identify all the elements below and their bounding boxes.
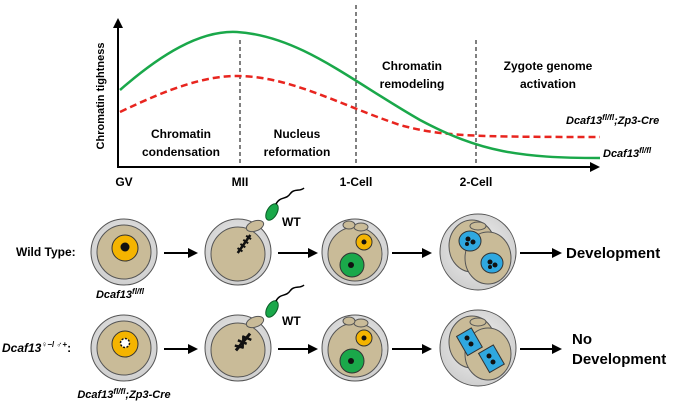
- row-2-sperm-label: WT: [282, 314, 301, 328]
- sperm-icon: [265, 187, 305, 221]
- sperm-icon: [265, 284, 305, 318]
- x-tick-1cell: 1-Cell: [340, 175, 373, 189]
- series-label-wt: Dcaf13fl/fl: [603, 146, 652, 160]
- row-1-label: Wild Type:: [16, 245, 76, 259]
- x-tick-2cell: 2-Cell: [460, 175, 493, 189]
- row-1-genotype: Dcaf13fl/fl: [96, 287, 145, 301]
- x-tick-gv: GV: [115, 175, 132, 189]
- row-mutant: Dcaf13♀−/ ♂+: Dcaf13fl/fl;Zp3-Cre: [2, 284, 666, 401]
- series-dcaf13-zp3cre-curve: [119, 74, 601, 139]
- phase-3-line1: Chromatin: [382, 59, 442, 73]
- row-wild-type: Wild Type: Dcaf13fl/fl: [16, 187, 660, 301]
- row-2-outcome-line1: No: [572, 331, 592, 348]
- row-2-genotype: Dcaf13fl/fl;Zp3-Cre: [77, 387, 170, 401]
- mii-oocyte-wt: [204, 218, 272, 286]
- row-2-label: Dcaf13♀−/ ♂+:: [2, 340, 71, 355]
- phase-4-line2: activation: [520, 77, 576, 91]
- gv-oocyte-wt: [90, 218, 158, 286]
- row-2-outcome-line2: Development: [572, 351, 666, 368]
- row-1-outcome: Development: [566, 245, 660, 262]
- mii-oocyte-mutant: [204, 314, 272, 382]
- phase-1-line1: Chromatin: [151, 127, 211, 141]
- zygote-mutant: [321, 314, 389, 382]
- chromatin-tightness-chart: Chromatin tightness Chromatin condensati…: [95, 5, 659, 189]
- x-tick-mii: MII: [232, 175, 249, 189]
- phase-2-line1: Nucleus: [274, 127, 321, 141]
- row-1-sperm-label: WT: [282, 215, 301, 229]
- series-dcaf13-curve: [119, 30, 601, 160]
- chromosome-spindle: [236, 234, 252, 254]
- misaligned-chromosomes: [234, 332, 252, 352]
- phase-4-line1: Zygote genome: [504, 59, 593, 73]
- phase-1-line2: condensation: [142, 145, 220, 159]
- zygote-wt: [321, 218, 389, 286]
- gv-oocyte-mutant: [90, 314, 158, 382]
- phase-3-line2: remodeling: [380, 77, 445, 91]
- two-cell-embryo-mutant: [439, 309, 517, 387]
- two-cell-embryo-wt: [439, 213, 517, 291]
- y-axis-label: Chromatin tightness: [95, 43, 107, 150]
- series-label-zp3cre: Dcaf13fl/fl;Zp3-Cre: [566, 113, 659, 127]
- phase-2-line2: reformation: [264, 145, 331, 159]
